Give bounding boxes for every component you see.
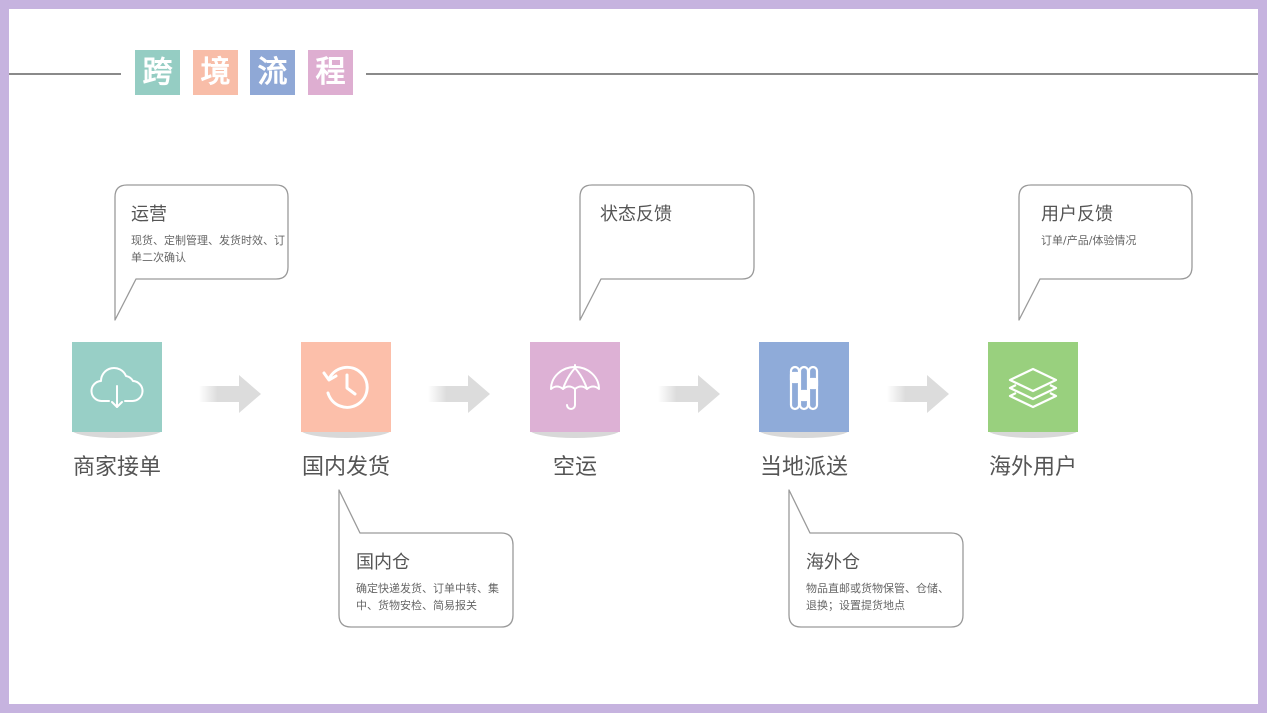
sliders-icon xyxy=(789,365,819,411)
bubble-overseas-warehouse-text: 物品直邮或货物保管、仓储、退换；设置提货地点 xyxy=(806,582,949,612)
step-2-label: 国内发货 xyxy=(301,455,390,480)
history-clock-icon xyxy=(322,365,369,409)
bubble-operation-text: 现货、定制管理、发货时效、订单二次确认 xyxy=(131,234,285,264)
bubble-domestic-warehouse-outline xyxy=(338,489,514,628)
bubble-user-feedback-title: 用户反馈 xyxy=(1041,204,1113,225)
bubble-operation-title: 运营 xyxy=(131,204,167,225)
bubble-domestic-warehouse-title: 国内仓 xyxy=(356,552,410,573)
arrow-right-icon xyxy=(428,375,490,413)
bubble-domestic-warehouse-text: 确定快递发货、订单中转、集中、货物安检、简易报关 xyxy=(356,582,499,612)
bubble-user-feedback-outline xyxy=(1018,184,1193,321)
step-3-shadow xyxy=(530,430,620,438)
step-5-label: 海外用户 xyxy=(988,455,1077,480)
step-4-box xyxy=(759,342,849,432)
title-char-1: 跨 xyxy=(135,50,180,95)
title-char-3: 流 xyxy=(250,50,295,95)
bubble-overseas-warehouse-title: 海外仓 xyxy=(806,552,860,573)
bubble-user-feedback-text: 订单/产品/体验情况 xyxy=(1041,234,1137,247)
step-2-box xyxy=(301,342,391,432)
step-1-box xyxy=(72,342,162,432)
cloud-download-icon xyxy=(90,367,144,408)
bubble-status-title: 状态反馈 xyxy=(600,204,672,225)
layers-icon xyxy=(1008,367,1058,409)
arrow-right-icon xyxy=(887,375,949,413)
slide-canvas: 跨 境 流 程 运营 现货、定制管理、发货时效、订单二次确认 状态反馈 用户反馈… xyxy=(9,9,1258,704)
title-rule-right xyxy=(366,73,1258,75)
step-4-shadow xyxy=(759,430,849,438)
bubble-overseas-warehouse-outline xyxy=(788,489,964,628)
step-3-label: 空运 xyxy=(552,455,597,480)
step-5-shadow xyxy=(988,430,1078,438)
step-5-box xyxy=(988,342,1078,432)
title-char-2: 境 xyxy=(193,50,238,95)
bubble-operation-outline xyxy=(114,184,289,321)
step-4-label: 当地派送 xyxy=(759,455,848,480)
title-char-4: 程 xyxy=(308,50,353,95)
arrow-right-icon xyxy=(199,375,261,413)
bubble-status-outline xyxy=(579,184,755,321)
step-1-shadow xyxy=(72,430,162,438)
bubble-outlines xyxy=(114,184,1193,628)
title-rule-left xyxy=(9,73,121,75)
step-2-shadow xyxy=(301,430,391,438)
umbrella-icon xyxy=(550,364,600,410)
step-1-label: 商家接单 xyxy=(72,455,161,480)
arrow-right-icon xyxy=(658,375,720,413)
step-3-box xyxy=(530,342,620,432)
